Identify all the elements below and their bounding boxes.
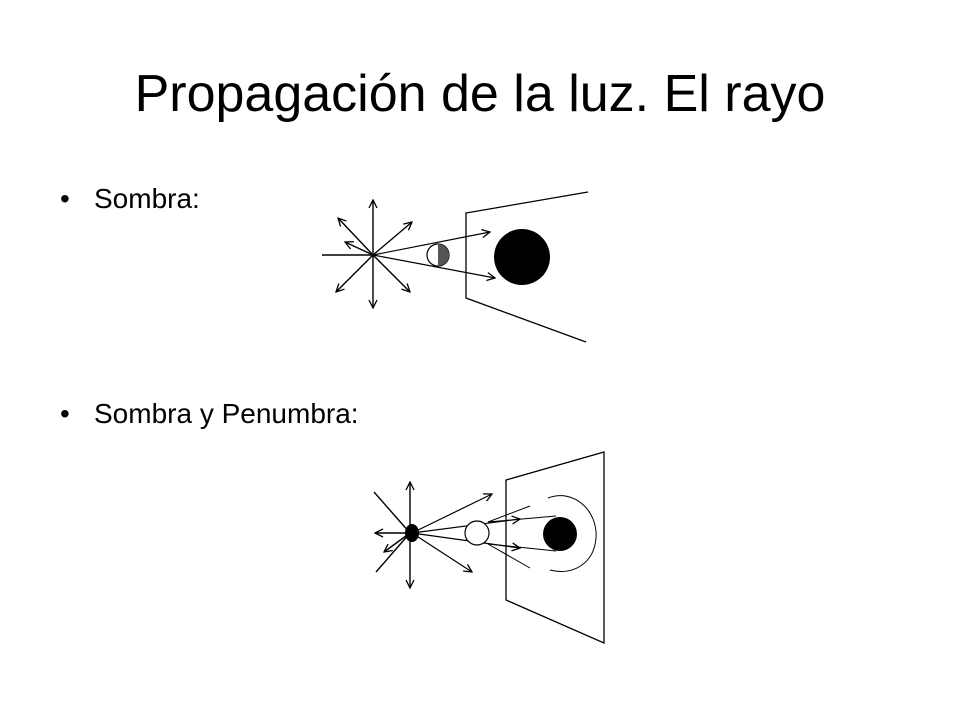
penumbra-diagram (373, 451, 605, 644)
projection-screen (505, 451, 605, 644)
shadow-umbra (543, 517, 577, 551)
opaque-object (426, 243, 450, 267)
bullet-marker: • (60, 183, 70, 214)
extended-light-source (373, 482, 419, 588)
light-rays (372, 232, 495, 278)
bullet-sombra-penumbra: • Sombra y Penumbra: (60, 397, 359, 431)
shadow-diagram (322, 191, 589, 343)
bullet-marker: • (60, 398, 70, 429)
shadow-rays (487, 505, 557, 569)
projection-screen (465, 191, 589, 343)
bullet-text: Sombra y Penumbra: (94, 398, 359, 429)
shadow-umbra (494, 229, 550, 285)
opaque-object (464, 520, 490, 546)
point-light-source (322, 200, 412, 308)
bullet-sombra: • Sombra: (60, 182, 200, 216)
shadow-penumbra (547, 495, 597, 572)
bullet-text: Sombra: (94, 183, 200, 214)
slide-title: Propagación de la luz. El rayo (134, 65, 826, 123)
